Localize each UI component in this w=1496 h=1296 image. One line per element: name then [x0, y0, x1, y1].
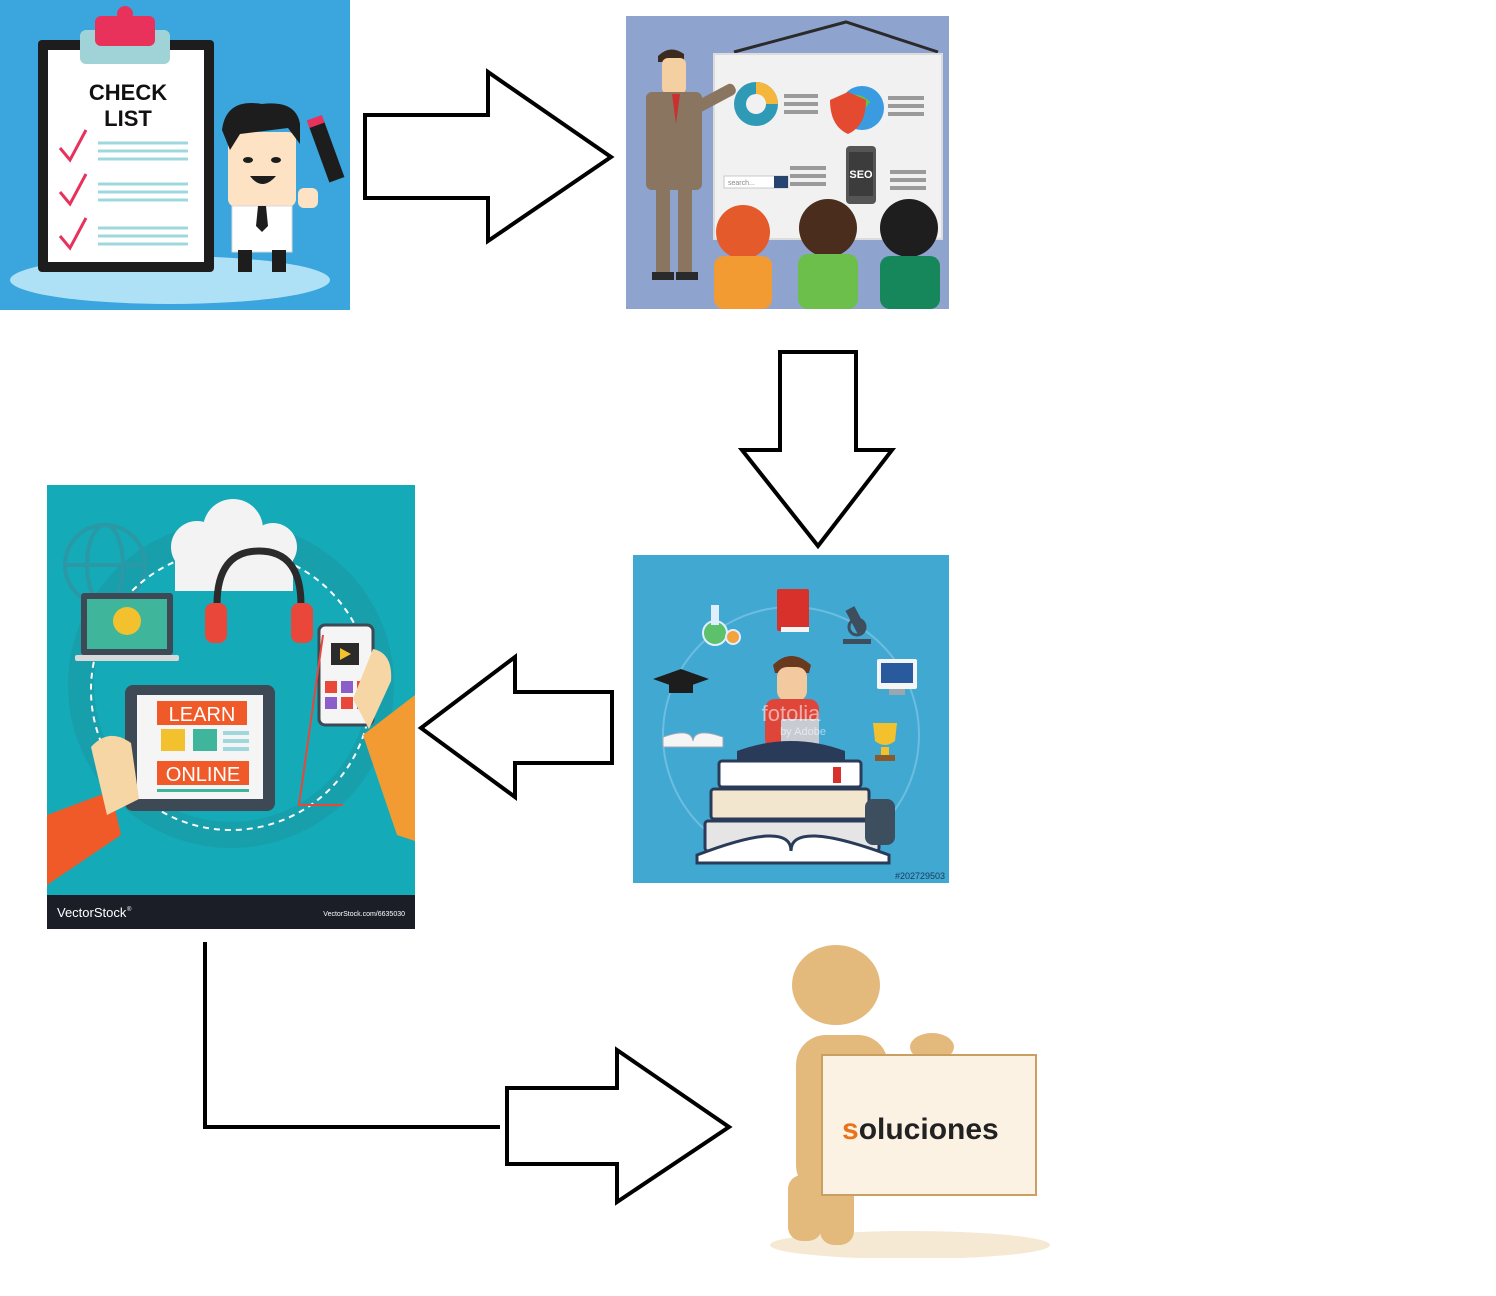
audience-figures	[714, 199, 940, 309]
checklist-lines	[98, 141, 188, 246]
checklist-title-line2: LIST	[104, 106, 152, 131]
checklist-title-line1: CHECK	[89, 80, 167, 105]
arrow-left-1	[417, 652, 614, 801]
student-figure	[737, 656, 845, 761]
presenter-figure	[646, 49, 736, 280]
open-book-icon	[662, 732, 724, 748]
study-image: fotolia by Adobe #202729503	[633, 555, 949, 883]
learn-online-image: LEARN ONLINE VectorStock ® VectorStock.c…	[47, 485, 415, 929]
adobe-watermark: by Adobe	[780, 726, 826, 738]
solutions-rest-of-word: oluciones	[859, 1113, 999, 1146]
pencil-icon	[306, 114, 345, 183]
graduation-cap-icon	[653, 669, 709, 693]
arrow-right-1	[363, 68, 615, 245]
headphones-icon	[205, 547, 313, 643]
vectorstock-url: VectorStock.com/6635030	[323, 911, 405, 918]
seo-badge: SEO	[849, 169, 873, 181]
left-hand	[47, 735, 139, 885]
right-hand	[353, 649, 415, 841]
search-bar: search...	[723, 175, 789, 189]
svg-text:soluciones: soluciones	[842, 1113, 999, 1146]
check-mark-icon	[58, 129, 88, 251]
tablet-icon	[125, 685, 275, 811]
search-bar-text: search...	[728, 180, 755, 187]
flask-icon	[702, 605, 741, 646]
arrow-down-1	[737, 350, 897, 550]
backpack-icon	[865, 799, 895, 845]
book-icon	[777, 589, 809, 632]
stock-id-label: #202729503	[895, 871, 945, 881]
fotolia-watermark: fotolia	[762, 701, 821, 726]
monitor-icon	[877, 659, 917, 695]
footer-bar	[47, 895, 415, 929]
learn-label: LEARN	[169, 704, 236, 726]
globe-shield-icon	[830, 86, 884, 134]
phone-icon: SEO	[846, 146, 876, 204]
pie-chart-icon	[734, 82, 778, 126]
online-label: ONLINE	[166, 764, 240, 786]
vectorstock-brand: VectorStock	[57, 905, 127, 920]
solutions-image: soluciones	[760, 945, 1077, 1258]
solutions-first-letter: s	[842, 1113, 859, 1146]
microscope-icon	[843, 606, 871, 644]
connector-line	[203, 942, 500, 1129]
solutions-sign: soluciones	[821, 1054, 1037, 1196]
presentation-image: search... SEO	[626, 16, 949, 309]
checklist-image: CHECK LIST	[0, 0, 350, 310]
trophy-icon	[873, 723, 897, 761]
businessman-figure	[222, 103, 345, 272]
laptop-icon	[75, 593, 179, 661]
vectorstock-trademark: ®	[127, 906, 132, 913]
arrow-right-2	[505, 1046, 733, 1206]
